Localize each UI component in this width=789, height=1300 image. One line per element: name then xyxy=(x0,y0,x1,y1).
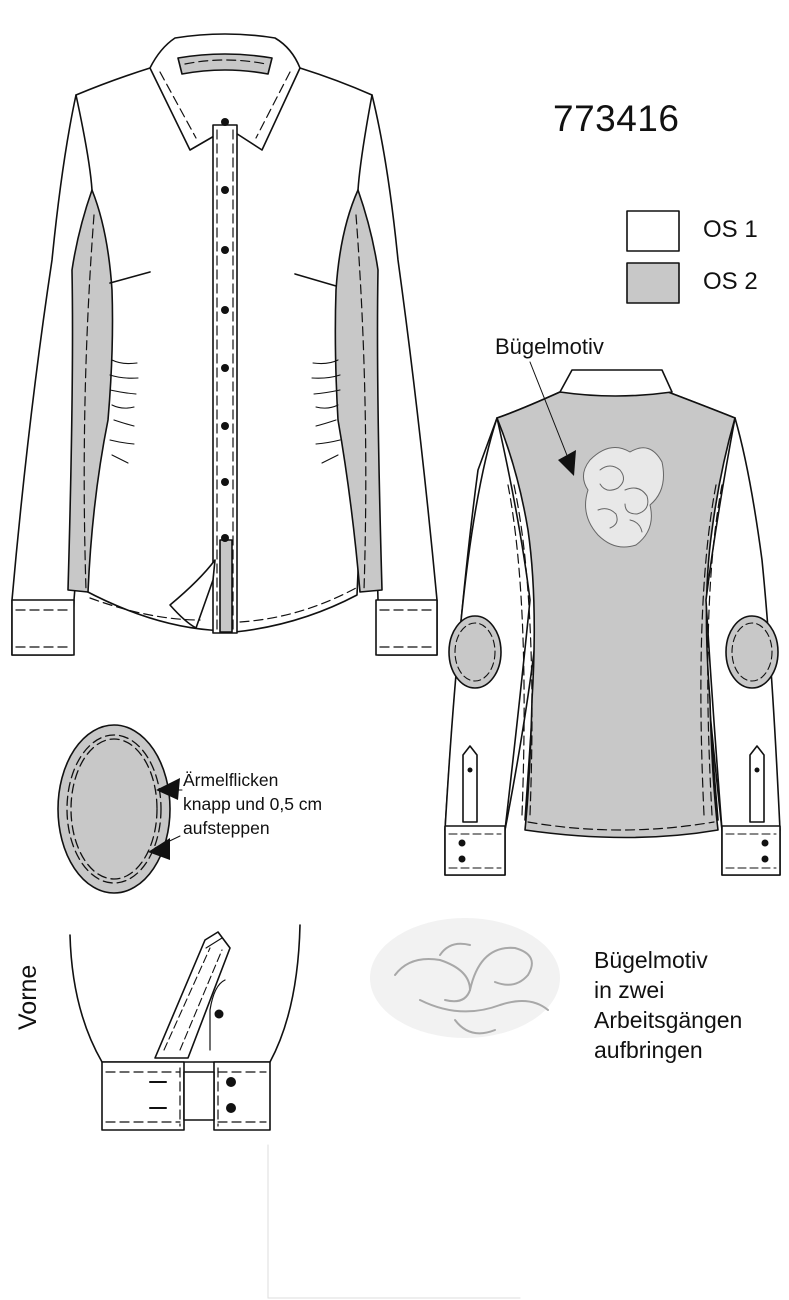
motif-callout-label: Bügelmotiv xyxy=(495,334,604,359)
elbow-patch-detail xyxy=(57,724,183,894)
button xyxy=(221,422,229,430)
motif-note-line: Bügelmotiv xyxy=(594,947,708,973)
legend-label-os1: OS 1 xyxy=(703,216,758,243)
motif-preview-artwork xyxy=(370,918,560,1038)
button xyxy=(221,364,229,372)
motif-note-line: Arbeitsgängen xyxy=(594,1007,743,1033)
front-left-cuff xyxy=(11,599,75,656)
right-gathering-marks xyxy=(311,359,341,464)
front-collar-stand-band xyxy=(177,53,273,75)
button xyxy=(221,534,229,542)
cuff-detail-placket xyxy=(154,931,231,1059)
back-applique-motif xyxy=(583,447,664,548)
patch-arrow-lower xyxy=(148,838,170,860)
article-number: 773416 xyxy=(553,98,680,139)
elbow-patch-note-line: knapp und 0,5 cm xyxy=(183,794,323,814)
elbow-patch-note: Ärmelflicken knapp und 0,5 cm aufsteppen xyxy=(183,768,322,840)
front-right-cuff xyxy=(375,599,438,656)
motif-pointer-arrowhead xyxy=(558,450,576,476)
left-gathering-marks xyxy=(109,359,139,464)
motif-application-note: Bügelmotiv in zwei Arbeitsgängen aufbrin… xyxy=(594,945,742,1065)
button xyxy=(221,478,229,486)
legend-swatch-os1 xyxy=(626,210,680,252)
back-left-elbow-patch xyxy=(448,615,502,689)
motif-note-line: aufbringen xyxy=(594,1037,703,1063)
elbow-patch-note-line: aufsteppen xyxy=(183,818,270,838)
button xyxy=(221,186,229,194)
left-bust-dart xyxy=(109,271,151,284)
button xyxy=(221,306,229,314)
front-right-sleeve-seam xyxy=(357,94,373,191)
motif-note-line: in zwei xyxy=(594,977,665,1003)
legend-swatch-os2 xyxy=(626,262,680,304)
front-left-side-panel xyxy=(67,189,114,593)
back-view-shirt xyxy=(444,361,781,876)
elbow-patch-shape xyxy=(57,724,171,894)
front-view-shirt xyxy=(11,33,438,656)
patch-arrow-upper xyxy=(156,778,180,800)
elbow-patch-note-line: Ärmelflicken xyxy=(183,770,279,790)
legend-label-os2: OS 2 xyxy=(703,268,758,295)
front-view-label: Vorne xyxy=(14,964,42,1030)
cuff-front-detail xyxy=(69,924,301,1131)
back-right-sleeve-placket xyxy=(749,745,765,823)
cuff-detail-band-left xyxy=(101,1061,185,1131)
back-collar xyxy=(559,369,673,397)
front-left-sleeve-seam xyxy=(75,94,93,191)
button xyxy=(221,246,229,254)
back-left-sleeve-placket xyxy=(462,745,478,823)
front-right-side-panel xyxy=(334,189,383,593)
right-bust-dart xyxy=(294,273,337,287)
front-placket xyxy=(212,124,238,634)
motif-pointer-line xyxy=(529,361,573,469)
front-folded-hem-corner xyxy=(169,559,216,629)
front-buttons xyxy=(221,118,229,542)
back-contrast-panel xyxy=(496,391,736,839)
button xyxy=(221,118,229,126)
back-right-elbow-patch xyxy=(725,615,779,689)
